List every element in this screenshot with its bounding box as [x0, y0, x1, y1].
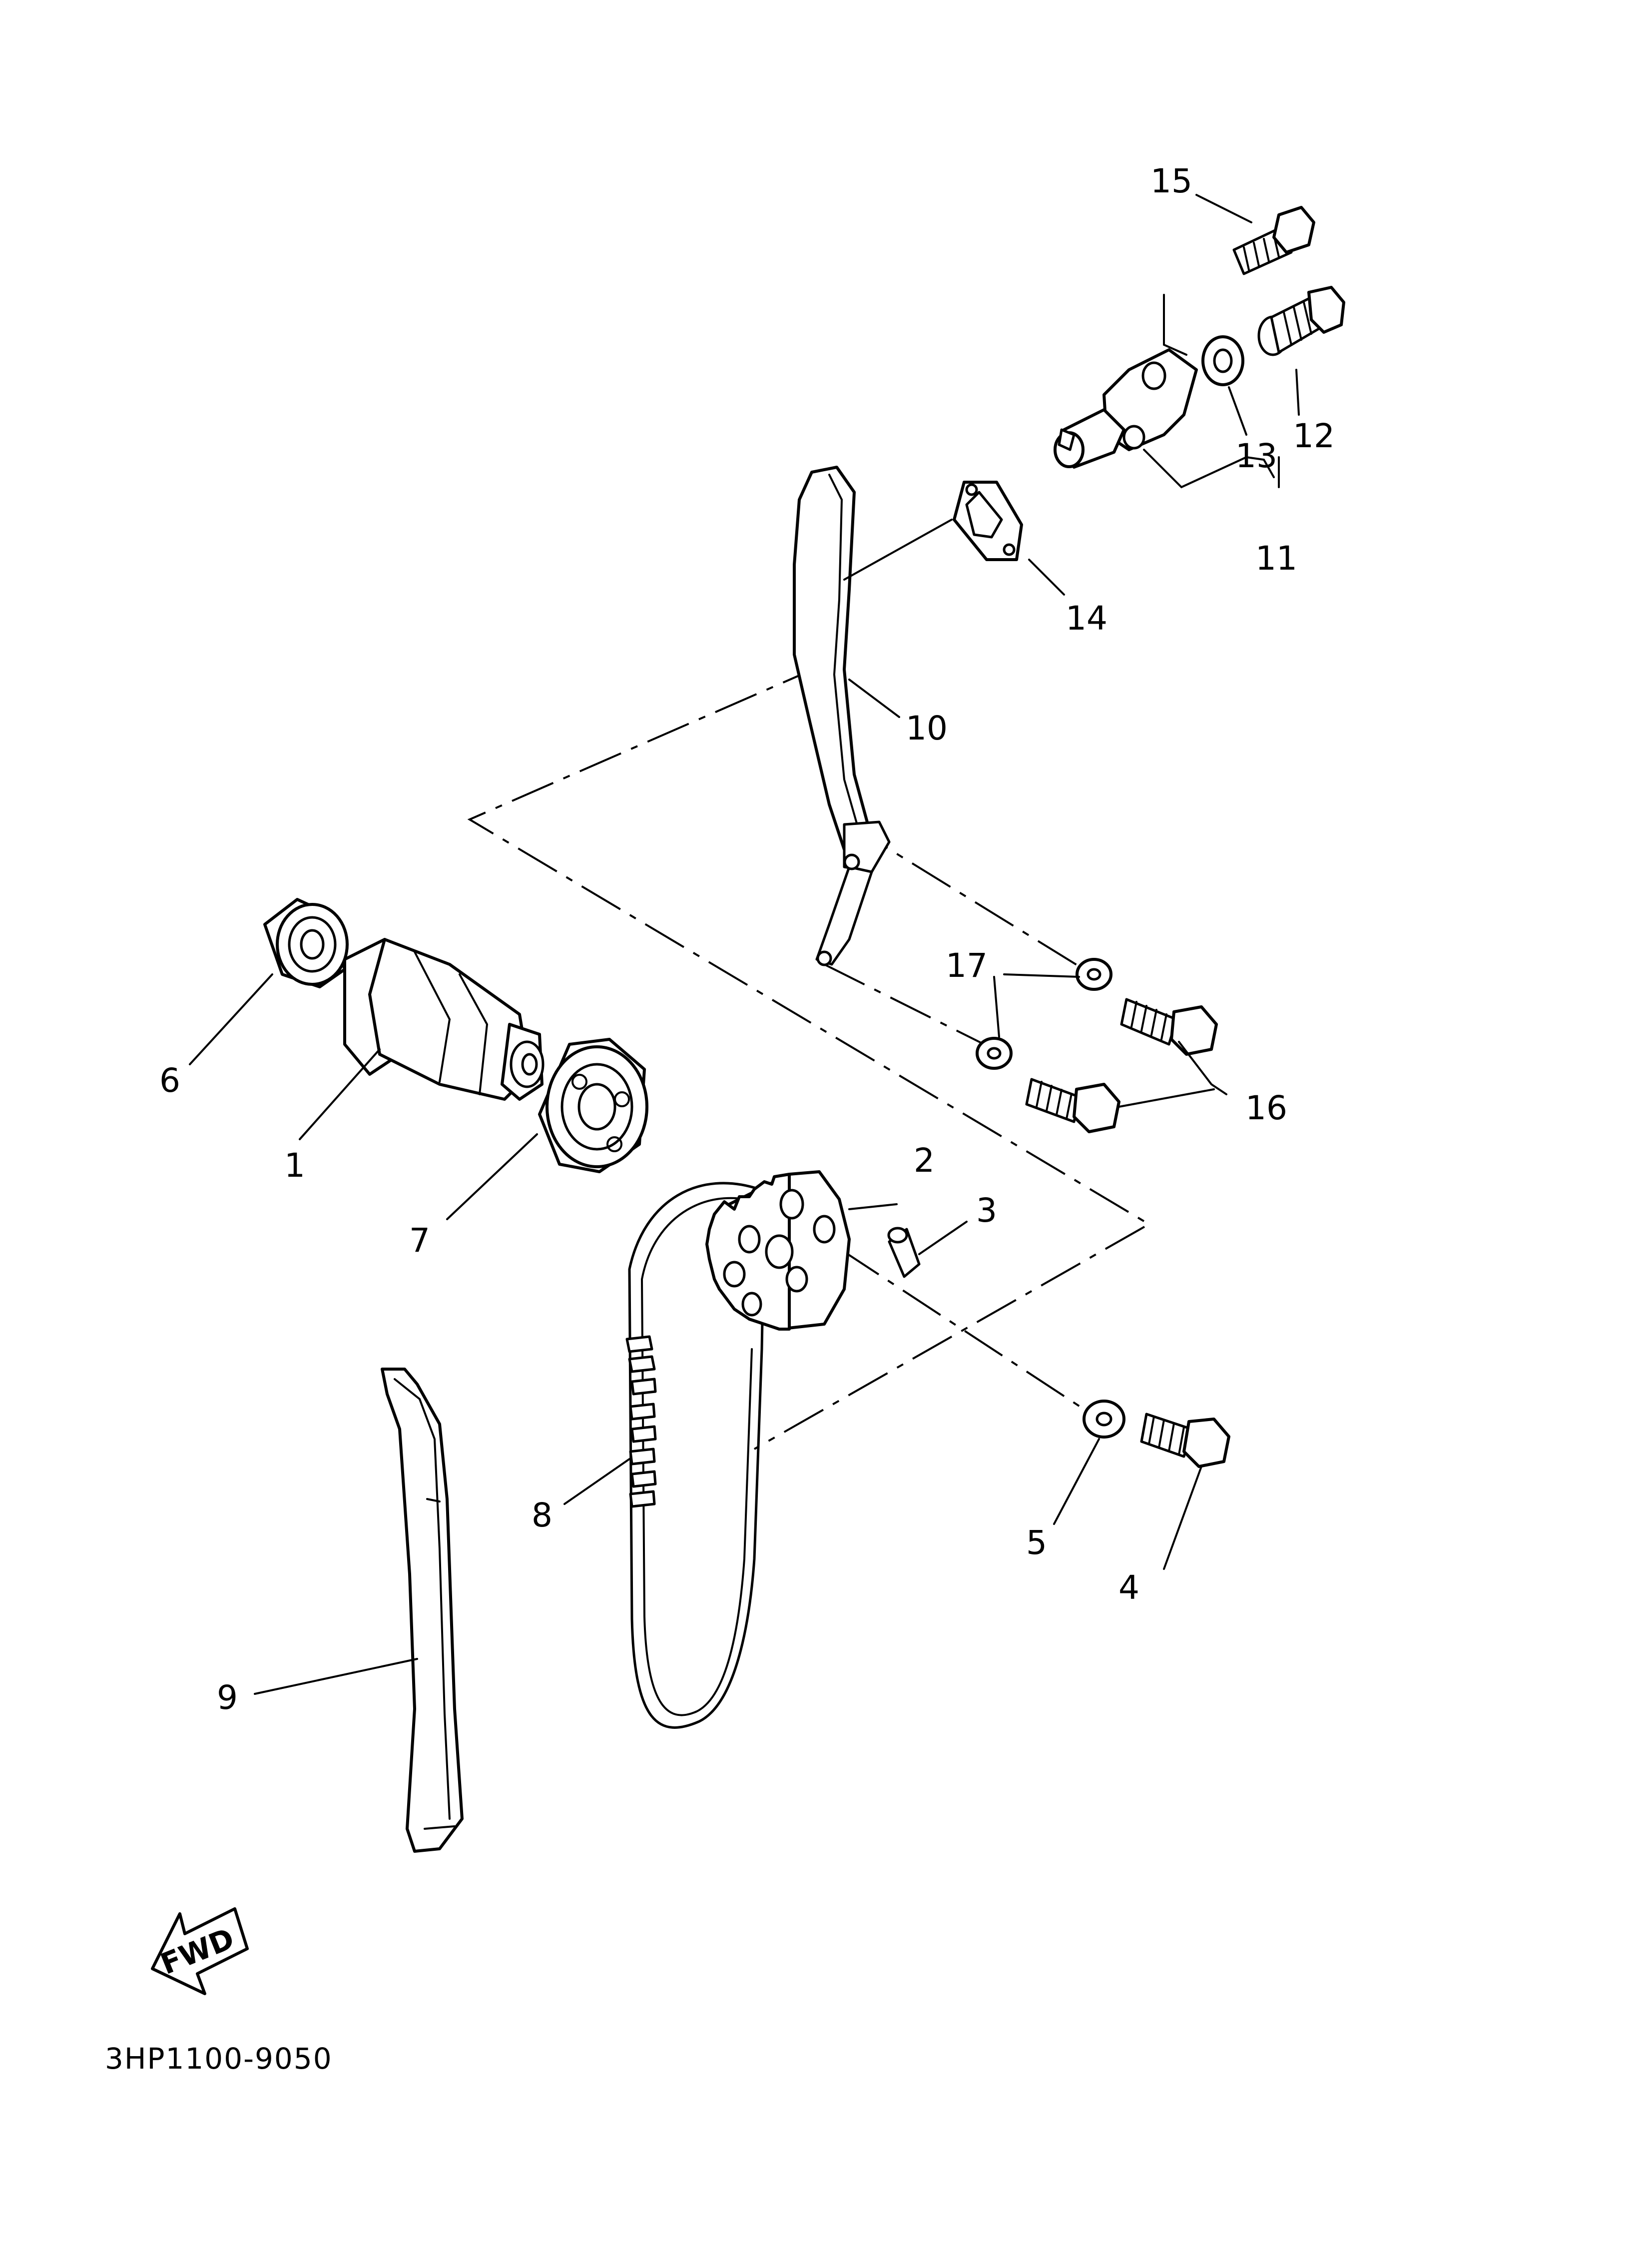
bearing-7: [538, 1038, 648, 1173]
sprocket-bolt-4: [1140, 1413, 1230, 1468]
callout-11: 11: [1255, 539, 1297, 578]
callout-10: 10: [906, 709, 948, 748]
tensioner-gasket-14: [953, 481, 1023, 561]
chain-guide-tensioner-side-10: [793, 466, 891, 966]
callout-8: 8: [532, 1496, 552, 1534]
callout-13: 13: [1235, 437, 1277, 475]
drawing-code: 3HP1100-9050: [105, 2042, 333, 2076]
fwd-arrow: FWD: [151, 1907, 249, 1995]
callout-1: 1: [284, 1146, 305, 1185]
callout-12: 12: [1293, 417, 1335, 455]
cam-chain-8: [625, 1182, 766, 1729]
camshaft-1: [343, 938, 545, 1101]
callout-6: 6: [159, 1061, 180, 1100]
camshaft-sprocket-2: [705, 1170, 851, 1331]
callout-2: 2: [914, 1141, 935, 1180]
callout-5: 5: [1026, 1523, 1047, 1562]
assembly-outline: [467, 664, 1151, 1450]
washer-17-upper: [1076, 958, 1112, 991]
callout-4: 4: [1118, 1568, 1139, 1607]
guide-bolt-16-lower: [1025, 1078, 1120, 1133]
chain-guide-exhaust-side-9: [381, 1368, 464, 1853]
callout-17: 17: [946, 946, 988, 985]
bearing-6: [263, 898, 349, 988]
callout-3: 3: [976, 1191, 997, 1230]
tensioner-washer-13: [1201, 335, 1244, 386]
guide-bolt-16-upper: [1120, 998, 1218, 1056]
callout-9: 9: [217, 1678, 238, 1717]
callout-14: 14: [1066, 599, 1107, 638]
callout-16: 16: [1245, 1089, 1287, 1127]
dowel-pin-3: [887, 1227, 921, 1278]
callout-15: 15: [1150, 162, 1192, 200]
cam-chain-tensioner-11: [1054, 348, 1198, 469]
washer-17-lower: [976, 1037, 1013, 1070]
callout-7: 7: [409, 1221, 430, 1260]
callout-labels: 1 2 3 4 5 6 7 8 9 10 11 12 13 14 15 16 1…: [159, 162, 1335, 1717]
washer-5: [1083, 1400, 1125, 1439]
tensioner-bolt-15: [1232, 206, 1315, 275]
leader-lines: [189, 194, 1300, 1695]
tensioner-cap-bolt-12: [1257, 286, 1345, 356]
